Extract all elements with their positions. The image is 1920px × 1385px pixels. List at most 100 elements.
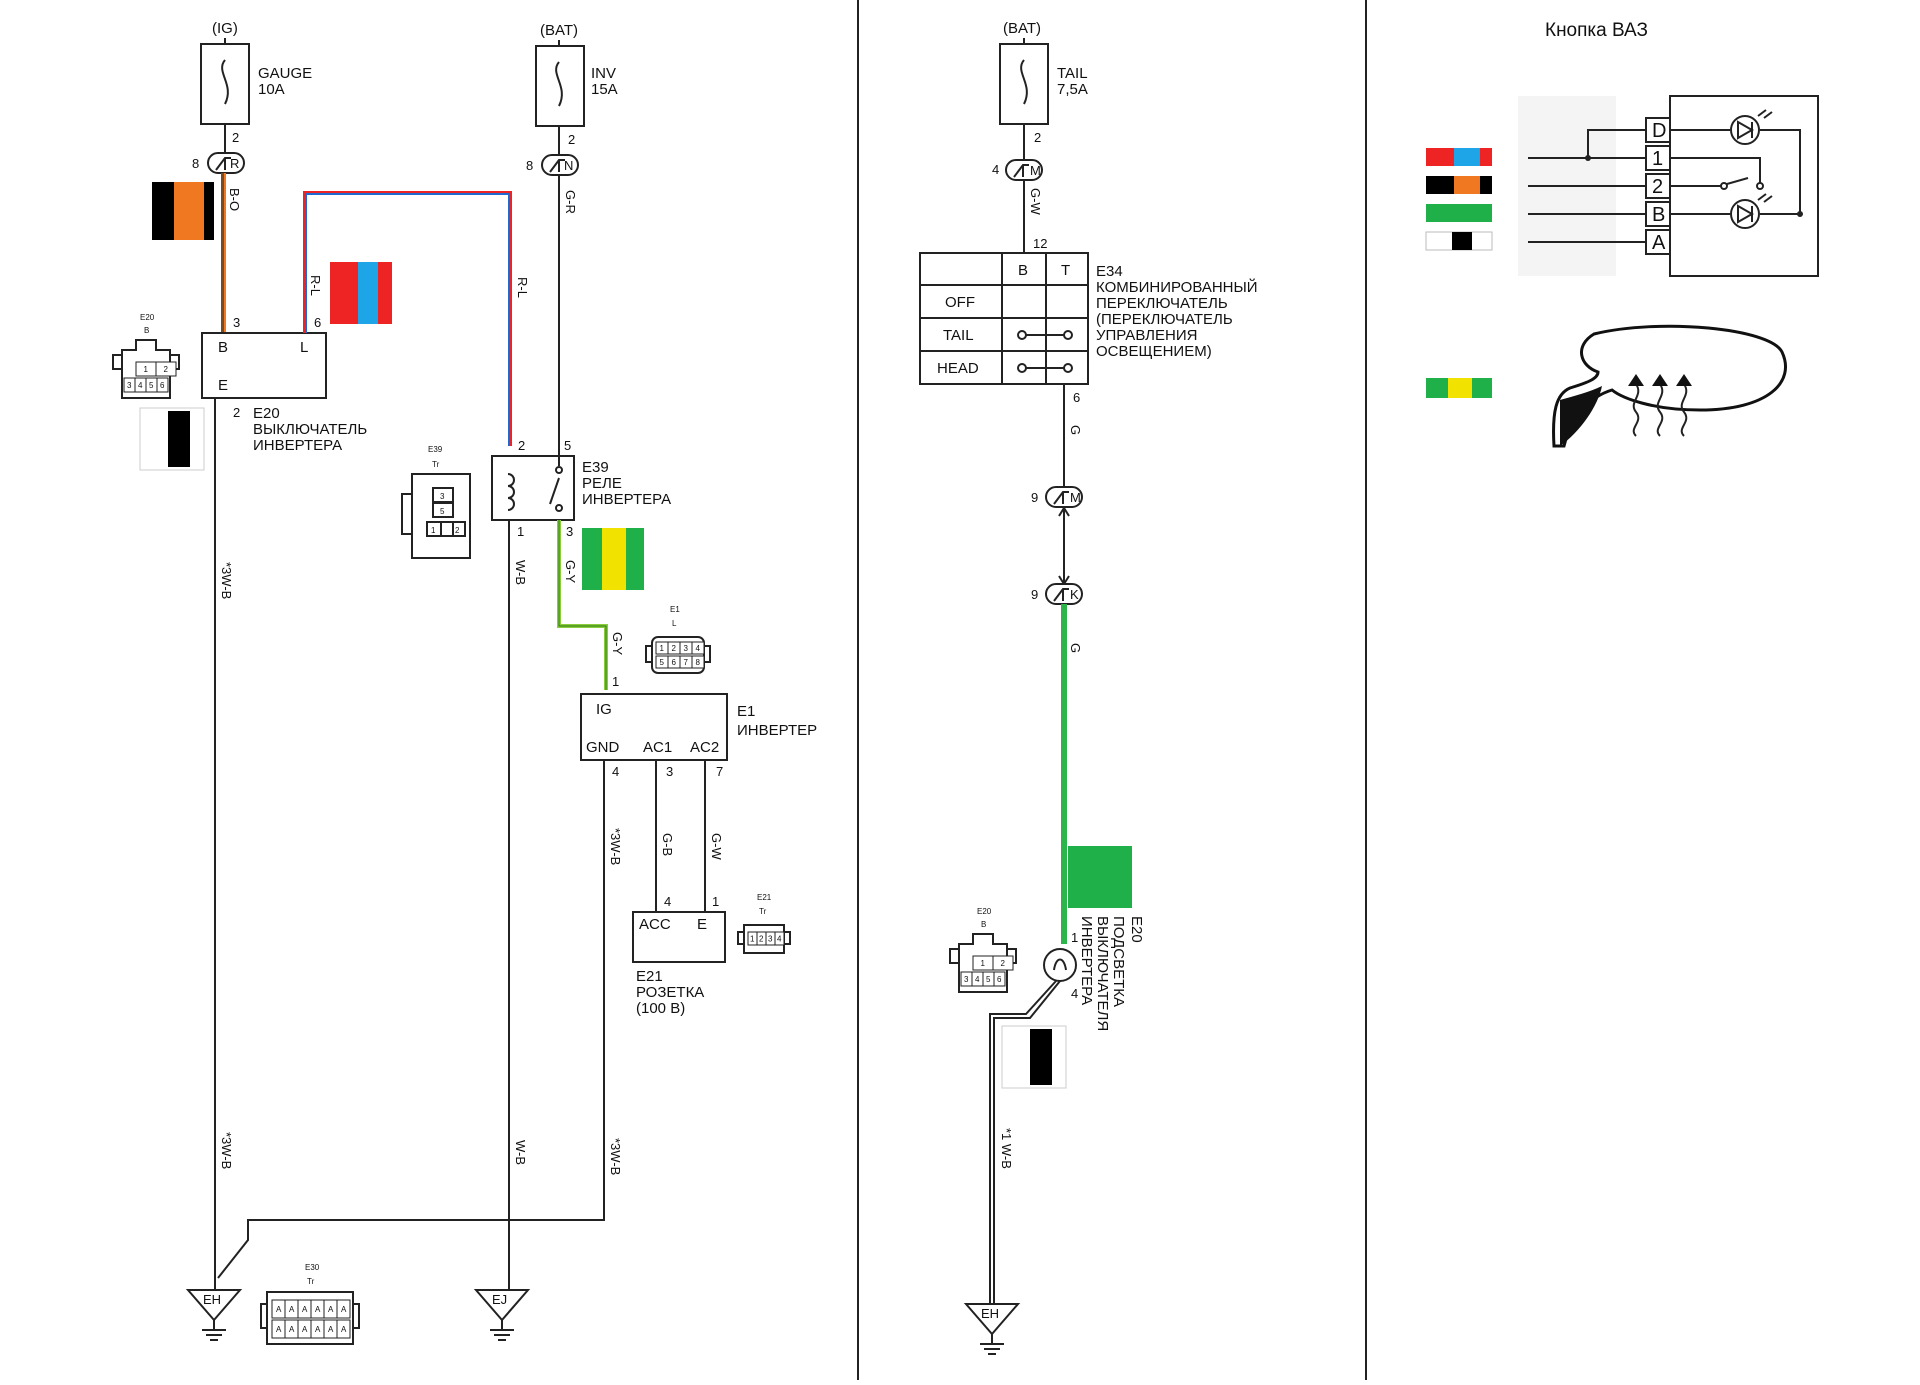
connector-pin-label: 3 [684, 644, 689, 653]
svg-text:12: 12 [1033, 236, 1047, 251]
svg-text:E20: E20 [977, 907, 992, 916]
svg-text:2: 2 [455, 526, 460, 535]
svg-text:E39: E39 [428, 445, 443, 454]
svg-text:G-W: G-W [709, 833, 724, 860]
svg-text:ВЫКЛЮЧАТЕЛЯ: ВЫКЛЮЧАТЕЛЯ [1094, 916, 1111, 1031]
vaz-pin-cell [1645, 229, 1671, 255]
connector-r-pin: 8 [192, 156, 199, 171]
connector-pin-label: 2 [672, 644, 677, 653]
connector-pin-label: 4 [696, 644, 701, 653]
connector-pin-label: A [289, 1305, 295, 1314]
connector-pin-label: 7 [684, 658, 689, 667]
svg-text:E30: E30 [305, 1263, 320, 1272]
svg-text:*3W-B: *3W-B [608, 828, 623, 865]
connector-pin-label: 5 [149, 381, 154, 390]
svg-text:ПОДСВЕТКА: ПОДСВЕТКА [1110, 916, 1127, 1007]
e34-tail-contact [1017, 330, 1073, 340]
svg-text:E34: E34 [1096, 263, 1123, 280]
swatch-white-black-1 [139, 407, 205, 471]
svg-text:4: 4 [664, 894, 671, 909]
connector-pin-cell [691, 641, 705, 655]
fuse-inv-rating: 15A [591, 81, 618, 98]
connector-pin-label: 1 [981, 959, 986, 968]
svg-text:5: 5 [440, 507, 445, 516]
e39-inverter-relay: 2 5 1 3 E39 РЕЛЕ ИНВЕРТЕРА [491, 438, 671, 539]
svg-text:*3W-B: *3W-B [608, 1138, 623, 1175]
svg-text:3: 3 [566, 524, 573, 539]
wire-gy-label-1: G-Y [563, 560, 578, 583]
svg-text:9: 9 [1031, 490, 1038, 505]
svg-text:2: 2 [518, 438, 525, 453]
fuse-inv-name: INV [591, 65, 616, 82]
e20-pin2: 2 [233, 405, 240, 420]
svg-text:6: 6 [1073, 390, 1080, 405]
wire-gr-label: G-R [563, 190, 578, 214]
ground-ej: EJ [473, 1289, 531, 1341]
connector-pin-label: A [315, 1325, 321, 1334]
vaz-pin-label: A [1652, 232, 1666, 254]
svg-text:9: 9 [1031, 587, 1038, 602]
wire-gy-label-2: G-Y [610, 632, 625, 655]
connector-pin-label: 3 [964, 975, 969, 984]
e20-inverter-switch: 3 6 B L E 2 E20 ВЫКЛЮЧАТЕЛЬ ИНВЕРТЕРА [201, 315, 367, 454]
svg-text:L: L [672, 619, 677, 628]
e20-term-e: E [218, 377, 228, 394]
e20-title-1: ВЫКЛЮЧАТЕЛЬ [253, 421, 367, 438]
vaz-pin-label: B [1652, 204, 1665, 226]
fuse-gauge: (IG) GAUGE 10A 2 [200, 20, 312, 145]
svg-text:1: 1 [612, 674, 619, 689]
svg-text:AC1: AC1 [643, 739, 672, 756]
svg-text:*3W-B: *3W-B [219, 562, 234, 599]
swatch-green [1068, 846, 1132, 908]
wire-bo-label: B-O [227, 188, 242, 211]
vaz-title: Кнопка ВАЗ [1545, 20, 1648, 41]
svg-text:HEAD: HEAD [937, 360, 979, 377]
connector-pin-cell [774, 931, 785, 946]
svg-text:IG: IG [596, 701, 612, 718]
e20-pin3: 3 [233, 315, 240, 330]
svg-text:E20: E20 [140, 313, 155, 322]
e34-head-contact [1017, 363, 1073, 373]
svg-text:Tr: Tr [307, 1277, 315, 1286]
swatch-black-orange [152, 182, 214, 240]
svg-text:GND: GND [586, 739, 620, 756]
svg-text:7: 7 [716, 764, 723, 779]
connector-pin-label: 5 [660, 658, 665, 667]
svg-text:T: T [1061, 262, 1070, 279]
connector-pin-label: A [276, 1305, 282, 1314]
e20-code: E20 [253, 405, 280, 422]
connector-pin-label: 1 [750, 935, 755, 944]
wire-rl-label-2: R-L [515, 277, 530, 298]
svg-text:N: N [564, 158, 573, 173]
vaz-pin-cell [1645, 201, 1671, 227]
svg-text:G: G [1068, 425, 1083, 435]
svg-text:EH: EH [203, 1292, 221, 1307]
svg-text:*1 W-B: *1 W-B [999, 1128, 1014, 1169]
wire-rl [303, 191, 512, 446]
vaz-pin-label: 1 [1652, 148, 1663, 170]
connector-pin-label: A [341, 1305, 347, 1314]
swatch-green-2 [1426, 204, 1492, 222]
fuse-tail-name: TAIL [1057, 65, 1088, 82]
e34-combination-switch: B T OFF TAIL HEAD E34 КОМБИНИРОВАННЫЙ ПЕ… [919, 252, 1258, 385]
svg-text:5: 5 [564, 438, 571, 453]
svg-text:3: 3 [666, 764, 673, 779]
svg-text:E: E [697, 916, 707, 933]
connector-pin-label: A [328, 1305, 334, 1314]
vaz-pin-cell [1645, 173, 1671, 199]
svg-text:M: M [1070, 490, 1081, 505]
fuse-tail-source: (BAT) [1003, 20, 1041, 37]
fuse-gauge-symbol [221, 59, 229, 105]
vaz-pin-cell [1645, 117, 1671, 143]
connector-m-mid: 9 M [1031, 486, 1083, 508]
e20-term-l: L [300, 339, 308, 356]
svg-text:Tr: Tr [432, 460, 440, 469]
svg-text:РЕЛЕ: РЕЛЕ [582, 475, 622, 492]
svg-text:B: B [981, 920, 986, 929]
svg-text:1: 1 [712, 894, 719, 909]
connector-pin-label: A [315, 1305, 321, 1314]
svg-text:K: K [1070, 587, 1079, 602]
fuse-inv-source: (BAT) [540, 22, 578, 39]
